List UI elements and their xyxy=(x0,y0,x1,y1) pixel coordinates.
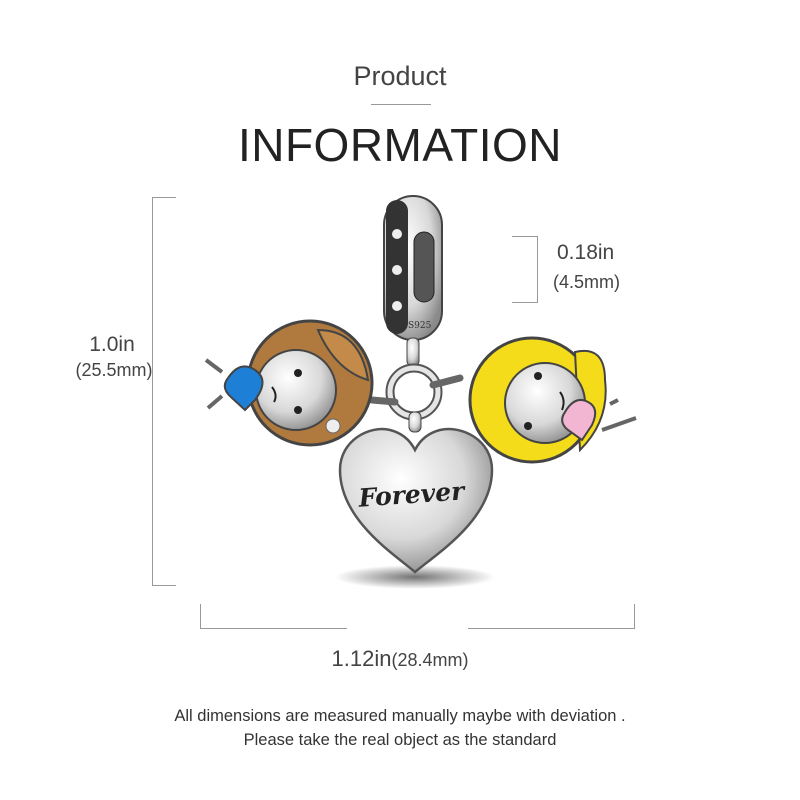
bail-mm-label: (4.5mm) xyxy=(553,272,620,292)
width-bracket-tick xyxy=(200,604,201,629)
height-bracket xyxy=(152,197,153,586)
height-in-label: 1.0in xyxy=(89,333,135,356)
header-subtitle: Product xyxy=(353,61,447,91)
width-bracket-left xyxy=(200,628,347,629)
width-label: 1.12in(28.4mm) xyxy=(0,646,800,675)
height-bracket-tick xyxy=(152,585,176,586)
width-in-label: 1.12in xyxy=(331,646,392,671)
height-bracket-tick xyxy=(152,197,176,198)
height-mm-label: (25.5mm) xyxy=(75,360,153,380)
bail-bracket xyxy=(537,236,538,303)
width-bracket-right xyxy=(468,628,635,629)
footer-note-1: All dimensions are measured manually may… xyxy=(174,707,626,725)
bail-bracket-tick xyxy=(512,302,537,303)
heart-pendant: Forever xyxy=(338,411,494,574)
footer-note-2: Please take the real object as the stand… xyxy=(243,731,557,749)
width-mm-label: (28.4mm) xyxy=(391,650,469,670)
bail-bracket-tick xyxy=(512,236,537,237)
right-girl-charm xyxy=(468,336,637,464)
shadow xyxy=(335,565,495,589)
header-divider xyxy=(371,104,431,105)
header-title: INFORMATION xyxy=(237,119,563,171)
bail: S925 xyxy=(383,195,443,341)
bail-in-label: 0.18in xyxy=(557,241,615,264)
width-bracket-tick xyxy=(634,604,635,629)
left-girl-charm xyxy=(204,319,374,447)
stamp: S925 xyxy=(408,321,432,331)
